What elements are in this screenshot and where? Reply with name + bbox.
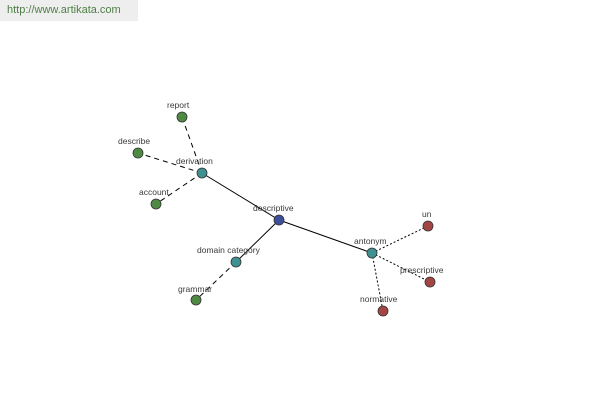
node-marker-descriptive bbox=[273, 214, 285, 226]
node-un: un bbox=[422, 209, 434, 232]
node-grammar: grammar bbox=[178, 284, 212, 306]
node-marker-derivation bbox=[196, 167, 208, 179]
node-label-un: un bbox=[422, 209, 432, 219]
edge-descriptive-derivation bbox=[201, 172, 280, 221]
node-marker-grammar bbox=[190, 294, 202, 306]
node-label-describe: describe bbox=[118, 136, 150, 146]
node-antonym: antonym bbox=[354, 236, 387, 259]
node-label-prescriptive: prescriptive bbox=[400, 265, 444, 275]
node-marker-describe bbox=[132, 147, 144, 159]
node-marker-prescriptive bbox=[424, 276, 436, 288]
node-label-domain-category: domain category bbox=[197, 245, 261, 255]
edge-antonym-prescriptive bbox=[371, 252, 431, 283]
node-label-antonym: antonym bbox=[354, 236, 387, 246]
edge-derivation-report bbox=[181, 116, 203, 174]
node-marker-antonym bbox=[366, 247, 378, 259]
node-descriptive: descriptive bbox=[253, 203, 294, 226]
node-prescriptive: prescriptive bbox=[400, 265, 444, 288]
node-describe: describe bbox=[118, 136, 150, 159]
node-report: report bbox=[167, 100, 190, 123]
node-label-grammar: grammar bbox=[178, 284, 212, 294]
node-marker-report bbox=[176, 111, 188, 123]
graph-edges bbox=[137, 116, 431, 312]
node-account: account bbox=[139, 187, 169, 210]
watermark-url: http://www.artikata.com bbox=[0, 0, 138, 21]
edge-descriptive-domain-category bbox=[235, 219, 280, 263]
node-derivation: derivation bbox=[176, 156, 213, 179]
node-marker-normative bbox=[377, 305, 389, 317]
node-label-descriptive: descriptive bbox=[253, 203, 294, 213]
node-label-report: report bbox=[167, 100, 190, 110]
graph-nodes: descriptive derivation domain category anto… bbox=[118, 100, 444, 317]
edge-derivation-account bbox=[155, 172, 203, 205]
edge-derivation-describe bbox=[137, 152, 203, 174]
node-domain-category: domain category bbox=[197, 245, 261, 268]
edge-antonym-normative bbox=[371, 252, 384, 312]
node-label-account: account bbox=[139, 187, 169, 197]
edge-descriptive-antonym bbox=[278, 219, 373, 254]
node-label-derivation: derivation bbox=[176, 156, 213, 166]
node-normative: normative bbox=[360, 294, 398, 317]
node-marker-account bbox=[150, 198, 162, 210]
node-marker-un bbox=[422, 220, 434, 232]
edge-domain-category-grammar bbox=[195, 261, 237, 301]
node-label-normative: normative bbox=[360, 294, 398, 304]
node-marker-domain-category bbox=[230, 256, 242, 268]
